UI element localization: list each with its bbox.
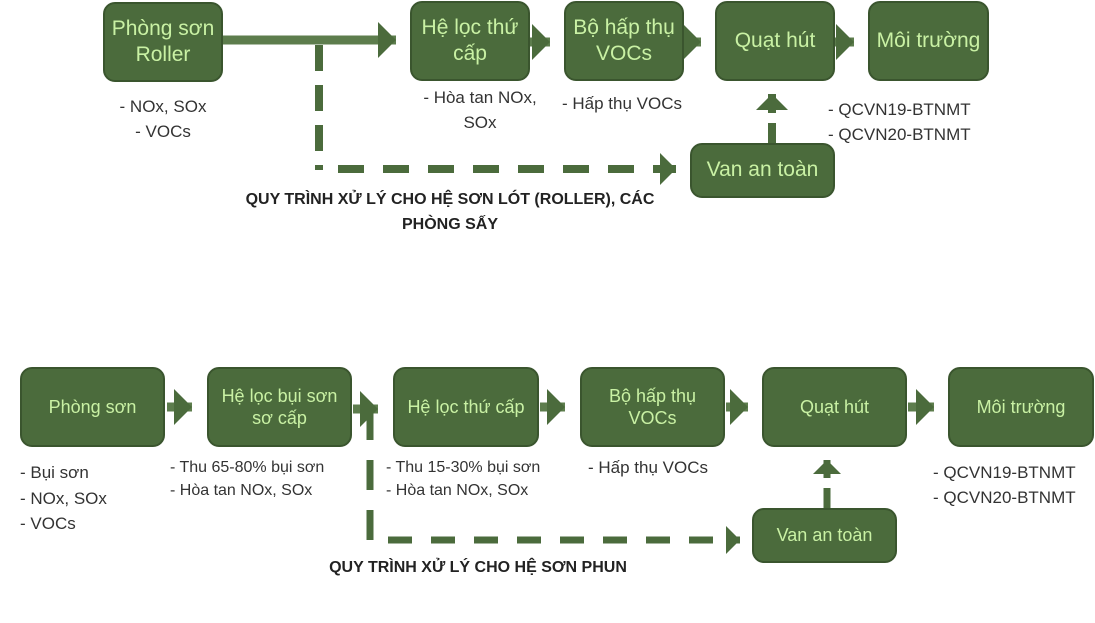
box-voc-absorber: Bộ hấp thụ VOCs bbox=[564, 1, 684, 81]
title-line: PHÒNG SẤY bbox=[401, 215, 498, 233]
box-exhaust-fan: Quạt hút bbox=[715, 1, 835, 81]
note-secondary: - Hòa tan NOx, SOx bbox=[410, 86, 550, 135]
box-primary-filter: Hệ lọc bụi sơn sơ cấp bbox=[207, 367, 352, 447]
note-line: - QCVN19-BTNMT bbox=[933, 463, 1076, 482]
box-roller-room: Phòng sơn Roller bbox=[103, 2, 223, 82]
box-safety-valve: Van an toàn bbox=[752, 508, 897, 563]
box-paint-room: Phòng sơn bbox=[20, 367, 165, 447]
box-environment: Môi trường bbox=[868, 1, 989, 81]
note-line: - Thu 65-80% bụi sơn bbox=[170, 459, 325, 476]
box-safety-valve: Van an toàn bbox=[690, 143, 835, 198]
note-line: - Hòa tan NOx, bbox=[423, 88, 537, 107]
note-source: - Bụi sơn - NOx, SOx - VOCs bbox=[20, 460, 107, 537]
title-line: QUY TRÌNH XỬ LÝ CHO HỆ SƠN LÓT (ROLLER),… bbox=[245, 191, 655, 208]
note-line: - VOCs bbox=[20, 514, 76, 533]
spray-process-title: QUY TRÌNH XỬ LÝ CHO HỆ SƠN PHUN bbox=[329, 559, 627, 576]
box-secondary-filter: Hệ lọc thứ cấp bbox=[410, 1, 530, 81]
note-line: - QCVN19-BTNMT bbox=[828, 100, 971, 119]
note-line: - QCVN20-BTNMT bbox=[828, 124, 971, 144]
note-source: - NOx, SOx - VOCs bbox=[103, 95, 223, 144]
note-line: - QCVN20-BTNMT bbox=[933, 487, 1076, 507]
note-primary: - Thu 65-80% bụi sơn - Hòa tan NOx, SOx bbox=[170, 456, 324, 502]
note-absorber: - Hấp thụ VOCs bbox=[588, 458, 708, 477]
box-environment: Môi trường bbox=[948, 367, 1094, 447]
roller-process-title: QUY TRÌNH XỬ LÝ CHO HỆ SƠN LÓT (ROLLER),… bbox=[200, 188, 700, 238]
note-env: - QCVN19-BTNMT - QCVN20-BTNMT bbox=[933, 461, 1076, 510]
note-absorber: - Hấp thụ VOCs bbox=[562, 94, 682, 113]
note-env: - QCVN19-BTNMT - QCVN20-BTNMT bbox=[828, 98, 971, 147]
box-secondary-filter: Hệ lọc thứ cấp bbox=[393, 367, 539, 447]
note-line: - Hòa tan NOx, SOx bbox=[386, 482, 529, 500]
box-voc-absorber: Bộ hấp thụ VOCs bbox=[580, 367, 725, 447]
note-line: SOx bbox=[463, 112, 497, 132]
note-line: - Thu 15-30% bụi sơn bbox=[386, 459, 541, 476]
note-secondary: - Thu 15-30% bụi sơn - Hòa tan NOx, SOx bbox=[386, 456, 540, 502]
note-line: - Hòa tan NOx, SOx bbox=[170, 482, 313, 500]
box-exhaust-fan: Quạt hút bbox=[762, 367, 907, 447]
note-line: - VOCs bbox=[135, 121, 191, 141]
note-line: - Bụi sơn bbox=[20, 463, 89, 482]
note-line: - NOx, SOx bbox=[119, 97, 207, 116]
note-line: - NOx, SOx bbox=[20, 488, 107, 508]
